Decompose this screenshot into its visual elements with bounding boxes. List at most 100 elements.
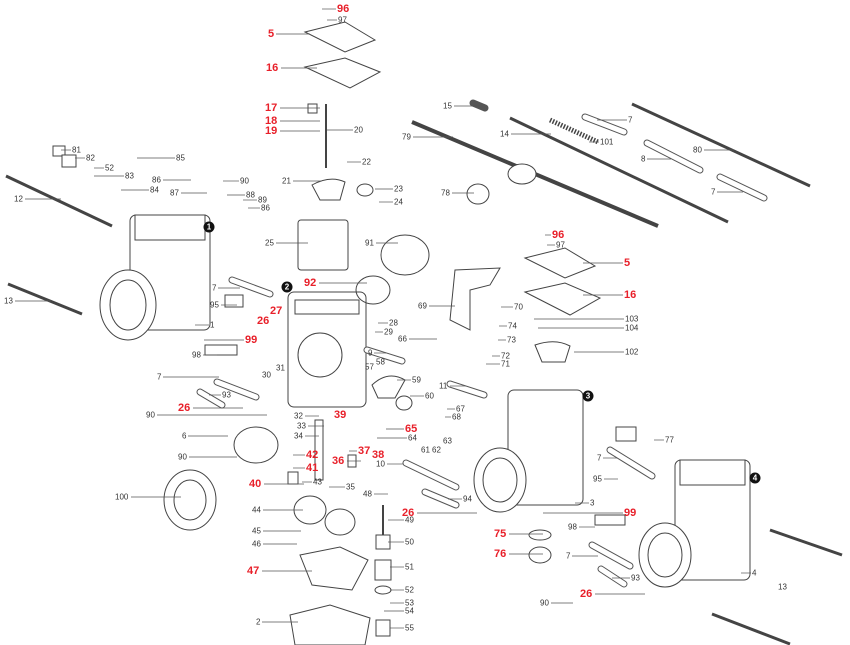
part-label-59: 59 xyxy=(412,375,421,385)
part-label-26: 26 xyxy=(257,315,270,327)
part-label-90: 90 xyxy=(146,410,155,420)
float-44 xyxy=(293,495,356,536)
gasket-16 xyxy=(303,57,382,89)
part-label-11: 11 xyxy=(439,381,448,391)
part-label-96: 96 xyxy=(552,229,565,241)
part-label-47: 47 xyxy=(247,565,260,577)
lever-59 xyxy=(371,375,406,399)
part-label-102: 102 xyxy=(625,347,639,357)
part-label-71: 71 xyxy=(501,359,510,369)
part-label-46: 46 xyxy=(252,539,261,549)
part-label-7: 7 xyxy=(711,187,716,197)
part-label-17: 17 xyxy=(265,102,278,114)
part-label-69: 69 xyxy=(418,301,427,311)
part-label-7: 7 xyxy=(157,372,162,382)
part-label-50: 50 xyxy=(405,537,414,547)
part-label-39: 39 xyxy=(334,409,347,421)
part-label-99: 99 xyxy=(245,334,258,346)
carburetor-body-1 xyxy=(99,214,211,341)
part-label-8: 8 xyxy=(641,154,646,164)
part-label-37: 37 xyxy=(358,445,371,457)
part-label-28: 28 xyxy=(389,318,398,328)
funnel-91 xyxy=(380,234,430,276)
part-label-30: 30 xyxy=(262,370,271,380)
part-label-2: 2 xyxy=(256,617,261,627)
part-label-84: 84 xyxy=(150,185,159,195)
part-label-65: 65 xyxy=(405,423,418,435)
part-label-44: 44 xyxy=(252,505,261,515)
assembly-marker-2: 2 xyxy=(281,281,293,293)
part-label-9: 9 xyxy=(368,348,373,358)
gasket-16-right xyxy=(523,282,602,316)
top-cover-5 xyxy=(303,21,377,53)
part-label-58: 58 xyxy=(376,357,385,367)
part-label-90: 90 xyxy=(540,598,549,608)
bracket-69 xyxy=(449,267,501,331)
part-label-7: 7 xyxy=(566,551,571,561)
part-label-3: 3 xyxy=(590,498,595,508)
part-label-103: 103 xyxy=(625,314,639,324)
part-label-80: 80 xyxy=(693,145,702,155)
part-label-76: 76 xyxy=(494,548,507,560)
part-label-67: 67 xyxy=(456,404,465,414)
part-label-87: 87 xyxy=(170,188,179,198)
part-label-14: 14 xyxy=(500,129,509,139)
part-label-29: 29 xyxy=(384,327,393,337)
part-label-57: 57 xyxy=(365,362,374,372)
part-label-32: 32 xyxy=(294,411,303,421)
part-label-5: 5 xyxy=(268,28,275,40)
part-label-86: 86 xyxy=(261,203,270,213)
carburetor-body-2 xyxy=(287,291,367,408)
part-label-33: 33 xyxy=(297,421,306,431)
part-label-7: 7 xyxy=(212,283,217,293)
part-label-15: 15 xyxy=(443,101,452,111)
part-label-45: 45 xyxy=(252,526,261,536)
carburetor-body-4 xyxy=(638,459,751,588)
part-label-16: 16 xyxy=(266,62,279,74)
part-label-97: 97 xyxy=(556,240,565,250)
part-label-4: 4 xyxy=(752,568,757,578)
float-bowl-2 xyxy=(289,604,371,645)
part-label-74: 74 xyxy=(508,321,517,331)
part-label-6: 6 xyxy=(182,431,187,441)
part-label-90: 90 xyxy=(240,176,249,186)
part-label-75: 75 xyxy=(494,528,507,540)
part-label-34: 34 xyxy=(294,431,303,441)
part-label-26: 26 xyxy=(580,588,593,600)
part-label-51: 51 xyxy=(405,562,414,572)
part-label-92: 92 xyxy=(304,277,317,289)
part-label-1: 1 xyxy=(210,320,215,330)
slide-25 xyxy=(297,219,349,271)
part-label-81: 81 xyxy=(72,145,81,155)
part-label-53: 53 xyxy=(405,598,414,608)
part-label-93: 93 xyxy=(222,390,231,400)
part-label-18: 18 xyxy=(265,115,278,127)
part-label-100: 100 xyxy=(115,492,129,502)
part-label-41: 41 xyxy=(306,462,319,474)
part-label-79: 79 xyxy=(402,132,411,142)
part-label-52: 52 xyxy=(405,585,414,595)
part-label-72: 72 xyxy=(501,351,510,361)
part-label-89: 89 xyxy=(258,195,267,205)
part-label-95: 95 xyxy=(210,300,219,310)
part-label-60: 60 xyxy=(425,391,434,401)
part-label-98: 98 xyxy=(192,350,201,360)
part-label-98: 98 xyxy=(568,522,577,532)
assembly-marker-4: 4 xyxy=(749,472,761,484)
part-label-68: 68 xyxy=(452,412,461,422)
part-label-40: 40 xyxy=(249,478,262,490)
part-label-91: 91 xyxy=(365,238,374,248)
part-label-20: 20 xyxy=(354,125,363,135)
part-label-96: 96 xyxy=(337,3,350,15)
part-label-23: 23 xyxy=(394,184,403,194)
part-label-36: 36 xyxy=(332,455,345,467)
part-label-16: 16 xyxy=(624,289,637,301)
part-label-101: 101 xyxy=(600,137,614,147)
part-label-26: 26 xyxy=(402,507,415,519)
part-label-7: 7 xyxy=(628,115,633,125)
part-label-49: 49 xyxy=(405,515,414,525)
part-label-52: 52 xyxy=(105,163,114,173)
part-label-62: 62 xyxy=(432,445,441,455)
part-label-90: 90 xyxy=(178,452,187,462)
part-label-38: 38 xyxy=(372,449,385,461)
